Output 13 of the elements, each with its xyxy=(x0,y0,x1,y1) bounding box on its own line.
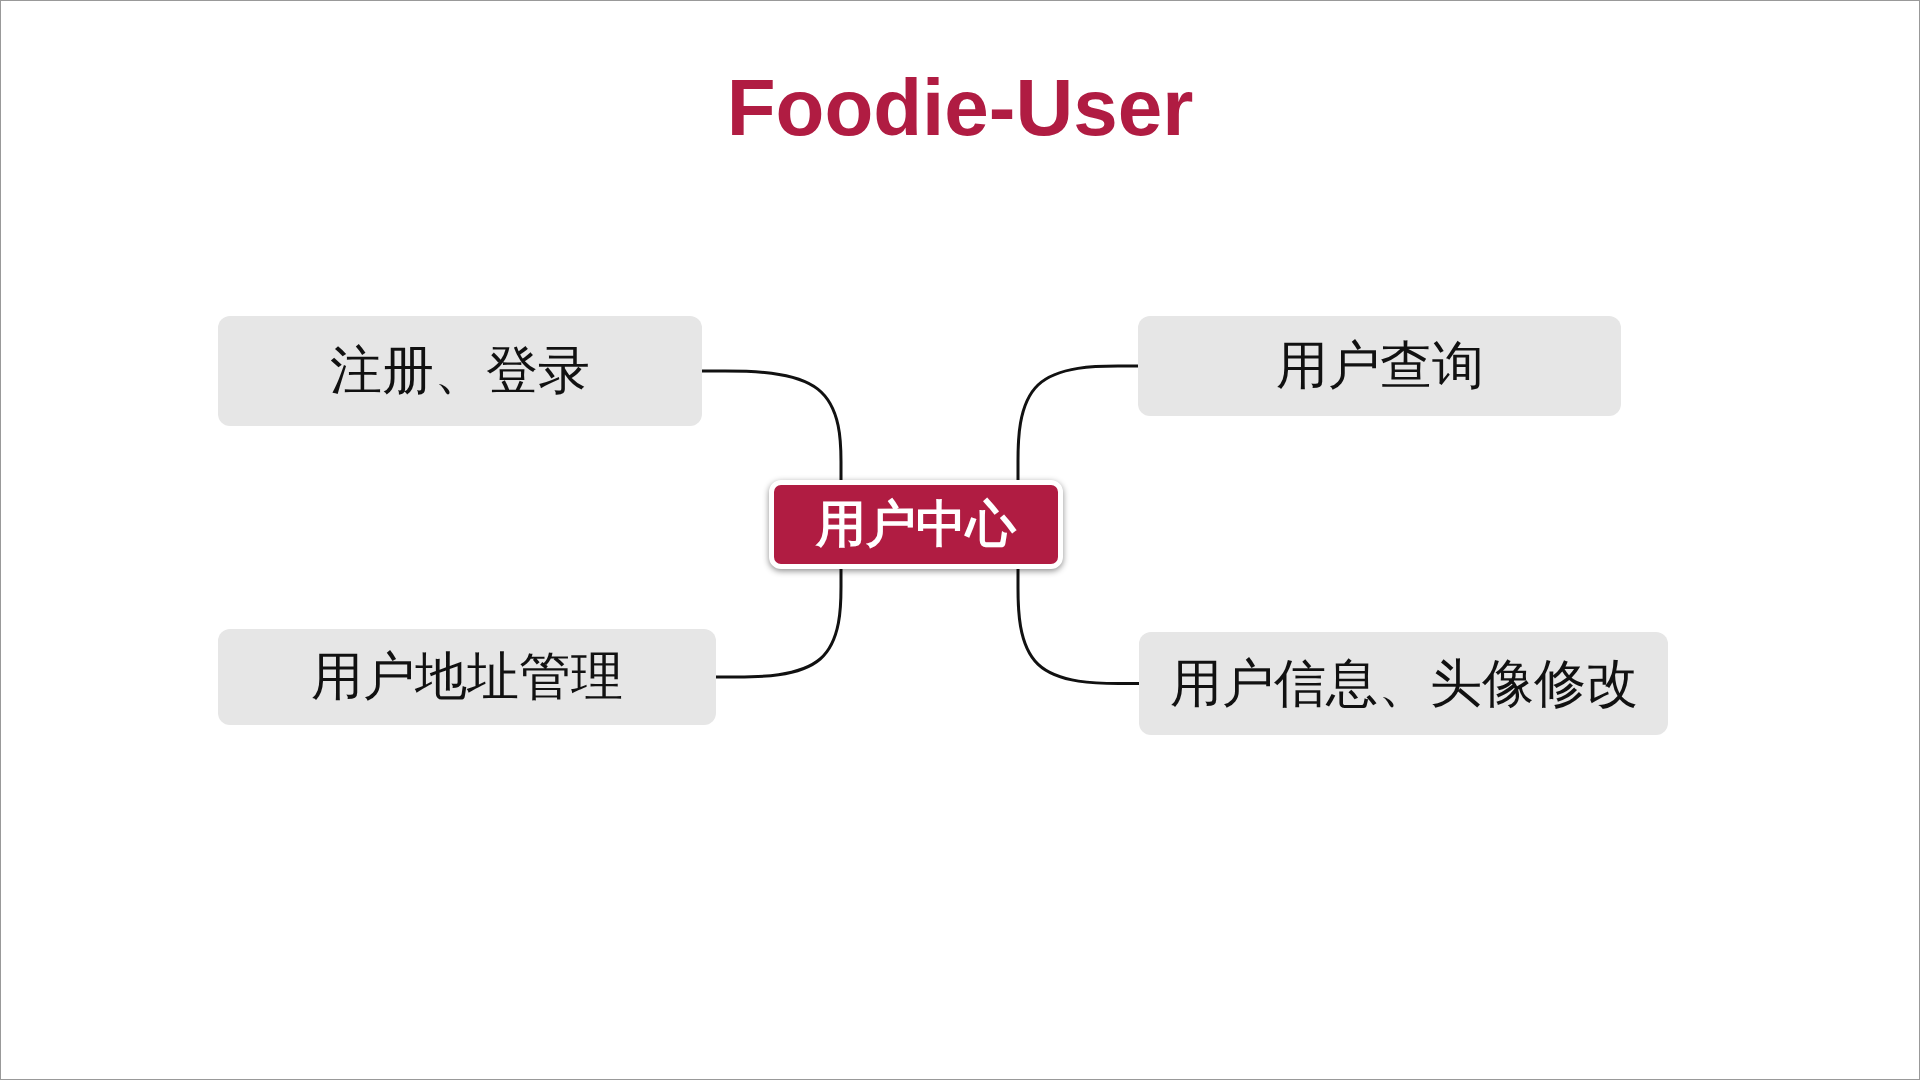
title: Foodie-User xyxy=(725,62,1195,154)
topic-box xyxy=(218,629,716,725)
connector-line xyxy=(702,369,843,480)
topic-label: 用户地址管理 xyxy=(311,645,623,708)
topic-label: 用户查询 xyxy=(1275,334,1484,397)
topic-label: 用户信息、头像修改 xyxy=(1169,651,1638,715)
topic-label: 注册、登录 xyxy=(330,339,590,402)
connector-line xyxy=(1016,364,1138,480)
topic-box xyxy=(1138,316,1621,416)
central-topic-label: 用户中心 xyxy=(816,494,1016,555)
topic-box xyxy=(218,316,702,426)
connector-line xyxy=(716,569,843,679)
topic-box xyxy=(1139,632,1668,735)
